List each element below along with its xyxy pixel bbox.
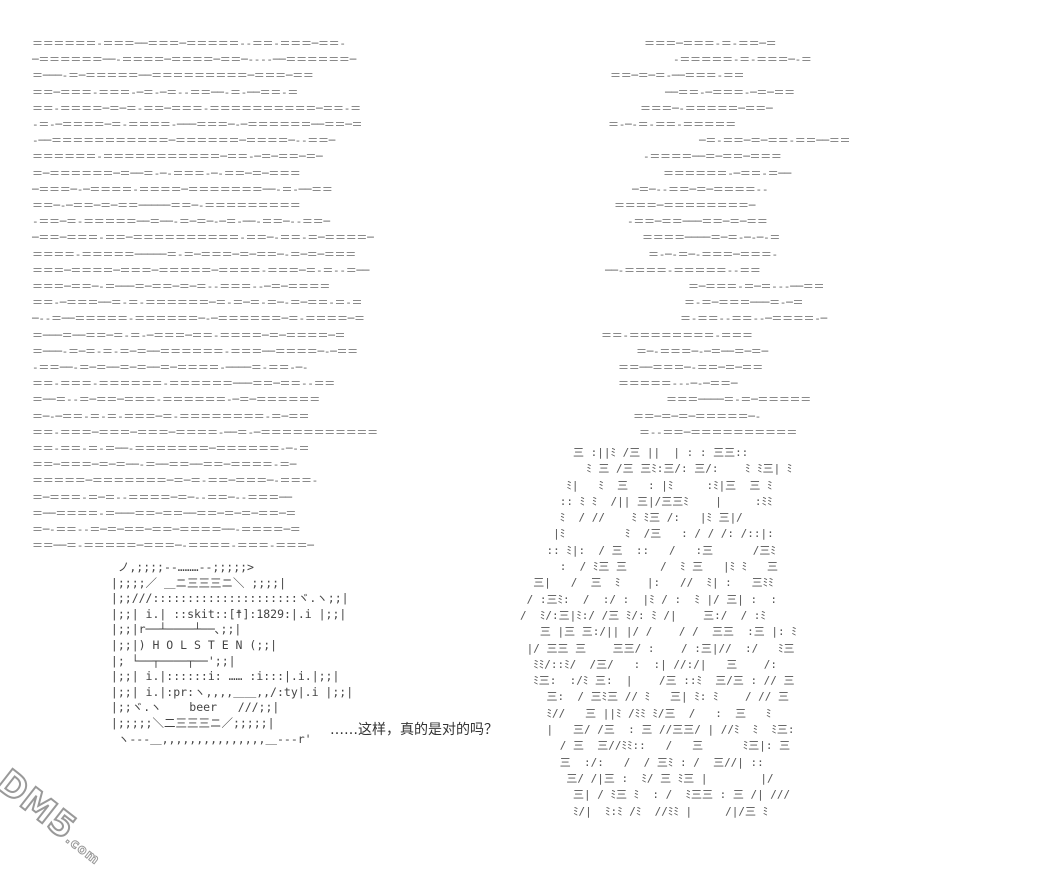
ascii-art-line: ＝──＝＝＝＝-＝───＝＝─＝＝──＝＝─＝─＝─＝＝─＝	[32, 506, 297, 520]
ascii-art-line: ＝＝──＝-＝＝＝＝＝─＝＝＝─-＝＝＝＝-＝＝＝-＝＝＝─	[32, 539, 314, 553]
ascii-art-line: ──＝＝-─＝＝＝-─＝─＝＝	[665, 85, 795, 99]
ascii-art-line: ─--＝──＝＝＝＝＝-＝＝＝＝＝＝─-─＝＝＝＝＝＝─＝-＝＝＝＝─＝	[32, 312, 365, 326]
ascii-art-line: -＝＝─＝-＝＝＝＝＝──＝──-＝─＝─-─＝-──-＝＝─--＝＝─	[32, 215, 330, 229]
ascii-art-line: ＝＝-＝＝-＝-＝──-＝＝＝＝＝＝＝─＝＝＝＝＝＝-─-＝	[32, 442, 310, 455]
ascii-art-line: ─＝＝─＝＝＝-＝＝─＝＝＝＝＝＝＝＝＝＝-＝＝─-＝＝-＝─＝＝＝＝─	[32, 231, 374, 245]
ascii-art-line: ＝--＝＝─＝＝＝＝＝＝＝＝＝＝	[639, 425, 798, 439]
ascii-art-line: ＝─＝＝＝＝＝＝─＝──＝-─-＝＝＝-─-＝＝─＝─＝＝＝	[32, 166, 301, 180]
ascii-art-line: ＝＝＝＝＝---─-─＝＝─	[618, 377, 738, 391]
ascii-art-line: -＝＝＝＝＝-＝-＝＝＝─-＝	[673, 53, 812, 67]
holsten-beer-can-art: ノ,;;;;--………--;;;;;> |;;;;／ ＿ニ三三三ニ＼ ;;;;|…	[110, 560, 354, 746]
ascii-art-line: ＝＝＝＝-＝＝＝＝＝─────＝-＝─＝＝＝─＝─＝＝─-＝─＝─＝＝＝	[32, 247, 356, 261]
ascii-art-line: ＝＝＝─＝＝─-＝───＝─＝＝─＝─＝--＝＝＝--─＝─＝＝＝＝	[32, 280, 331, 293]
ascii-art-line: ＝＝-＝＝＝＝＝＝＝＝-＝＝＝	[601, 328, 753, 342]
ascii-art-line: ＝＝─＝＝＝─＝─＝──-＝──＝＝──＝＝─＝＝＝＝-＝─	[32, 458, 297, 472]
ascii-art-line: ＝＝＝＝＝＝-─＝＝-＝──	[663, 166, 791, 180]
ascii-art-line: ＝-＝＝--＝＝--─＝＝＝＝-─	[680, 312, 827, 326]
ascii-art-line: ＝＝＝─-＝＝＝＝＝─＝＝─	[640, 101, 773, 115]
ascii-art-line: ＝＝＝＝＝＝-＝＝＝──＝＝＝─＝＝＝＝＝--＝＝-＝＝＝─＝＝-	[32, 37, 346, 50]
ascii-art-line: ＝＝-─＝＝＝──＝-＝-＝＝＝＝＝＝─＝-＝─＝-＝─-＝─＝＝-＝-＝	[32, 296, 363, 310]
ascii-art-line: ＝-─-＝─-＝＝＝─＝＝＝-	[648, 247, 778, 261]
ascii-art-line: ＝＝-＝＝＝─＝＝＝─＝＝＝─＝＝＝＝-──＝-─＝＝＝＝＝＝＝＝＝＝＝	[32, 425, 378, 439]
ascii-art-line: ＝─＝＝＝-＝─＝---──＝＝	[688, 280, 825, 293]
ascii-art-line: -＝＝＝＝──＝─＝＝─＝＝＝	[643, 150, 782, 164]
ascii-art-line: ＝＝-＝＝＝-＝＝＝＝＝＝-＝＝＝＝＝＝───＝＝─＝＝--＝＝	[32, 377, 336, 391]
ascii-art-line: ＝＝＝＝＝─＝＝＝＝＝＝＝─＝─＝-＝＝─＝＝＝─-＝＝＝-	[32, 474, 318, 488]
ascii-art-line: ＝＝＝─＝＝＝-＝-＝＝─＝	[644, 37, 777, 50]
ascii-art-line: ＝-＝─＝＝＝───＝-─＝	[684, 296, 804, 310]
ascii-art-line: ＝───-＝─＝＝＝＝＝──＝＝＝＝＝＝＝＝＝─＝＝＝─＝＝	[32, 69, 314, 83]
ascii-art-line: ＝───＝──＝＝─＝-＝-─＝＝＝─＝＝-＝＝＝＝─＝─＝＝＝＝─＝	[32, 328, 346, 342]
ascii-art-line: ＝-─-＝-＝＝-＝＝＝＝＝	[608, 118, 736, 131]
ascii-art-line: ＝＝＝＝─＝＝＝＝＝＝＝＝─	[614, 199, 756, 212]
ascii-art-line: -＝＝─＝＝───＝＝─＝─＝＝	[627, 215, 768, 229]
ascii-art-line: ＝─＝＝＝-＝─＝--＝＝＝＝─＝─--＝＝─--＝＝＝──	[32, 490, 292, 504]
ascii-art-line: ─＝＝＝＝＝＝──-＝＝＝＝─＝＝＝＝─＝＝─----──＝＝＝＝＝＝─	[32, 53, 356, 67]
ascii-art-line: ──-＝＝＝＝-＝＝＝＝＝--＝＝	[605, 263, 761, 277]
ascii-art-line: ─＝-＝＝─＝─＝＝-＝＝──＝＝	[699, 134, 851, 148]
ascii-art-line: ─＝─--＝＝─＝─＝＝＝＝--	[632, 182, 769, 196]
ascii-art-line: ＝───-＝─＝-＝-＝─＝──＝＝＝＝＝＝-＝＝＝──＝＝＝＝─-─＝＝	[32, 344, 358, 358]
ascii-art-line: ＝＝-＝＝＝＝─＝─＝-＝＝─＝＝＝-＝＝＝＝＝＝＝＝＝＝─＝＝-＝	[32, 101, 361, 115]
ascii-art-line: ＝＝＝＝────＝─＝-─-─-＝	[642, 231, 781, 245]
ascii-art-line: ─＝＝＝─-─＝＝＝＝-＝＝＝＝─＝＝＝＝＝＝＝──-＝-──＝＝	[32, 182, 333, 196]
ascii-art-line: ＝─-─＝＝-＝-＝-＝＝＝─＝-＝＝＝＝＝＝＝＝-＝─＝＝	[32, 409, 310, 423]
ascii-art-line: -＝-─＝＝＝＝─＝-＝＝＝＝-───＝＝＝─-─＝＝＝＝＝＝──＝＝─＝	[32, 118, 363, 131]
ascii-art-line: ＝＝＝＝＝＝-＝＝＝＝＝＝＝＝＝＝＝─＝＝-─＝─＝＝─＝─	[32, 150, 323, 164]
ascii-art-line: ＝＝──＝＝＝─-＝＝─＝─＝＝	[618, 361, 763, 374]
ascii-art-line: ＝＝─＝─＝─＝＝＝＝＝─-	[633, 409, 761, 423]
ascii-art-line: ＝＝─＝─＝-──＝＝＝-＝＝	[610, 69, 745, 83]
ascii-art-line: ＝＝─-─＝＝─＝─＝＝─────＝＝─-＝＝＝＝＝＝＝＝＝	[32, 199, 301, 212]
ascii-art-line: ＝─-＝＝--＝─＝─＝＝─＝＝─＝＝＝＝──-＝＝＝＝─＝	[32, 523, 301, 536]
ascii-art-line: -＝＝──-＝─＝──＝─＝──＝─＝＝＝＝-────＝-＝＝-─-	[32, 361, 309, 374]
ascii-art-line: ＝─-＝＝＝─-─＝──＝─＝─	[636, 344, 768, 358]
ascii-art-line: ＝＝＝─＝＝＝＝─＝＝＝─＝＝＝＝＝─＝＝＝＝-＝＝＝─＝-＝--＝──	[32, 263, 370, 277]
caption-text: ……这样，真的是对的吗？	[330, 722, 498, 738]
ascii-art-line: ＝＝─＝＝＝-＝＝＝-─＝-─＝--＝＝──-＝-──＝＝-＝	[32, 85, 299, 99]
ascii-art-line: ＝＝＝────＝-＝─＝＝＝＝＝	[666, 393, 811, 407]
ascii-art-line: -──＝＝＝＝＝＝＝＝＝＝＝─＝＝＝＝＝＝─＝＝＝＝─--＝＝─	[32, 134, 336, 148]
ascii-art-character: 三 :||ﾐ /三 || | : : 三三:: ﾐ 三 /三 三ﾐ:三/: 三/…	[520, 446, 797, 818]
ascii-art-line: ＝──＝--＝─＝＝─＝＝＝-＝＝＝＝＝＝-─＝─＝＝＝＝＝＝	[32, 393, 320, 407]
